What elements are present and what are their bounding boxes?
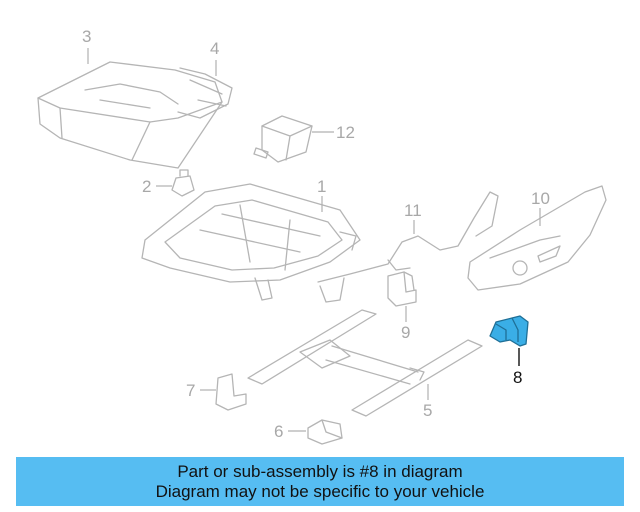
callout-5: 5 (423, 401, 432, 420)
callout-6: 6 (274, 422, 283, 441)
part-2-clip (171, 169, 195, 197)
info-banner: Part or sub-assembly is #8 in diagram Di… (16, 457, 624, 506)
callout-10: 10 (531, 189, 550, 208)
part-8-cover-highlighted[interactable] (489, 315, 529, 347)
part-5-seat-track (247, 309, 483, 417)
callout-7: 7 (186, 381, 195, 400)
part-6-bracket (307, 419, 343, 445)
banner-line-2: Diagram may not be specific to your vehi… (155, 481, 485, 501)
part-11-cable (317, 191, 499, 303)
callout-2: 2 (142, 177, 151, 196)
part-10-side-shield (467, 185, 607, 291)
callout-8: 8 (513, 368, 522, 387)
callout-12: 12 (336, 123, 355, 142)
callout-4: 4 (210, 39, 219, 58)
part-4-cushion-cover (177, 67, 233, 119)
part-9-bracket (387, 271, 417, 307)
callout-3: 3 (82, 27, 91, 46)
callout-11: 11 (404, 201, 422, 220)
callout-9: 9 (401, 323, 410, 342)
part-12-module (253, 115, 313, 163)
parts-diagram: 3 4 12 2 1 11 10 9 7 5 6 8 (37, 27, 607, 445)
callout-1: 1 (317, 177, 326, 196)
part-3-seat-cushion (37, 61, 223, 169)
part-7-bracket (215, 373, 247, 411)
banner-line-1: Part or sub-assembly is #8 in diagram (177, 461, 463, 481)
part-1-seat-frame (141, 183, 361, 301)
